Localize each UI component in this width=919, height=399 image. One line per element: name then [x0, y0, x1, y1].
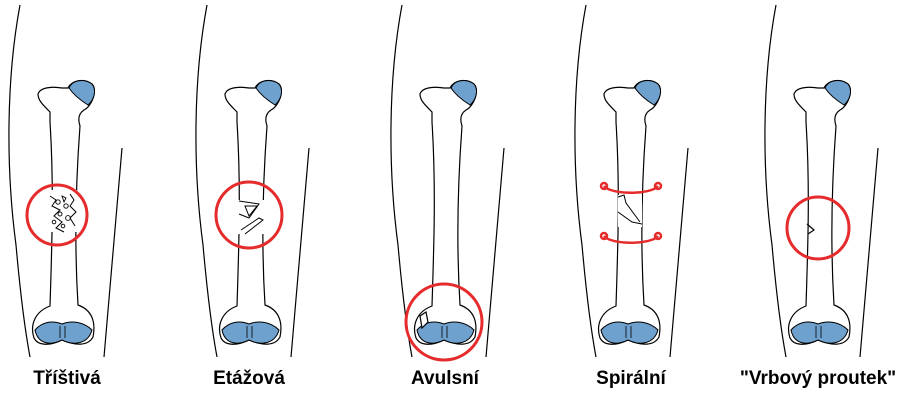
leg-panel-spiral: [575, 5, 688, 357]
comminuted-fracture-fragments: [49, 190, 77, 232]
caption-greenstick: "Vrbový proutek": [728, 368, 908, 390]
segmental-fracture-lines: [238, 200, 264, 234]
caption-comminuted: Tříštivá: [0, 368, 157, 390]
caption-spiral: Spirální: [541, 368, 721, 390]
leg-panel-comminuted: [9, 5, 122, 357]
caption-segmental: Etážová: [159, 368, 339, 390]
leg-panel-segmental: [196, 5, 309, 357]
leg-panel-greenstick: [765, 5, 878, 357]
caption-avulsion: Avulsní: [355, 368, 535, 390]
leg-panel-avulsion: [391, 5, 504, 360]
spiral-fracture-line: [618, 195, 642, 227]
